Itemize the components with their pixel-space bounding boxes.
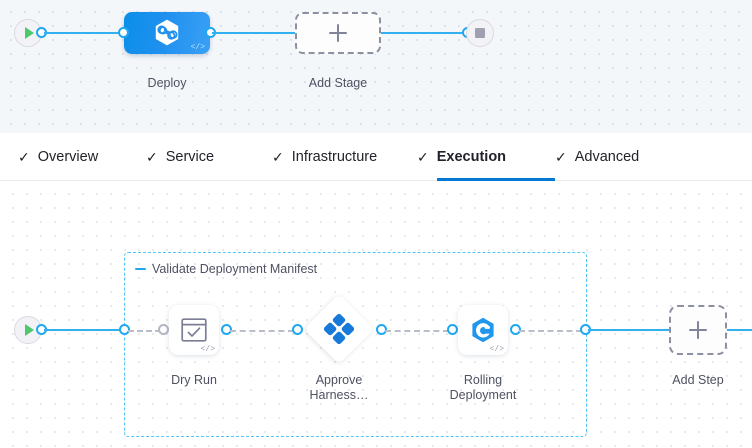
check-icon: ✓: [272, 148, 284, 165]
step-group-validate-deployment-manifest[interactable]: [124, 252, 587, 437]
dry-run-out-dot[interactable]: [221, 324, 232, 335]
tab-advanced-label: Advanced: [574, 148, 640, 165]
approval-diamond-icon: [324, 314, 354, 344]
check-icon: ✓: [146, 148, 158, 165]
rolling-out-dot[interactable]: [510, 324, 521, 335]
stage-link-start-deploy: [44, 32, 126, 34]
step-approve-harness-label: Approve Harness…: [291, 373, 387, 403]
deploy-in-dot[interactable]: [118, 27, 129, 38]
add-stage-button[interactable]: [295, 12, 381, 54]
execution-link-start-group: [44, 329, 126, 331]
link-dryrun-approve: [230, 330, 294, 332]
execution-canvas[interactable]: [0, 181, 752, 448]
stage-link-deploy-addstage: [212, 32, 298, 34]
link-groupentry-dryrun: [128, 330, 161, 332]
step-rolling-deployment-label: Rolling Deployment: [435, 373, 531, 403]
step-group-title-label: Validate Deployment Manifest: [152, 262, 318, 276]
step-approve-harness-label-line2: Harness…: [309, 388, 369, 402]
step-rolling-deployment-label-line1: Rolling: [463, 373, 503, 387]
link-approve-rolling: [385, 330, 449, 332]
check-icon: ✓: [555, 148, 567, 165]
rolling-update-hexagon-icon: [472, 317, 494, 343]
tab-service[interactable]: ✓ Service: [146, 133, 272, 181]
step-dry-run-label: Dry Run: [171, 373, 217, 387]
stage-tabs: ✓ Overview ✓ Service ✓ Infrastructure ✓ …: [0, 133, 752, 181]
check-icon: ✓: [18, 148, 30, 165]
tab-overview[interactable]: ✓ Overview: [0, 133, 146, 181]
stage-node-deploy[interactable]: </>: [124, 12, 210, 54]
rolling-in-dot[interactable]: [447, 324, 458, 335]
code-badge-icon: </>: [489, 345, 504, 354]
tab-execution[interactable]: ✓ Execution: [417, 133, 555, 181]
add-step-button[interactable]: [669, 305, 727, 355]
dry-run-in-dot[interactable]: [158, 324, 169, 335]
stage-end-node[interactable]: [466, 19, 494, 47]
tab-execution-label: Execution: [436, 148, 507, 165]
approve-in-dot[interactable]: [292, 324, 303, 335]
tab-advanced[interactable]: ✓ Advanced: [555, 133, 639, 181]
stage-node-deploy-label: Deploy: [147, 76, 187, 90]
step-approve-harness[interactable]: [314, 304, 364, 354]
approve-out-dot[interactable]: [376, 324, 387, 335]
stage-link-addstage-end: [381, 32, 467, 34]
tab-service-label: Service: [165, 148, 215, 165]
stage-canvas[interactable]: </> Deploy Add Stage: [0, 0, 752, 133]
execution-link-group-addstep: [588, 329, 670, 331]
check-icon: ✓: [417, 148, 429, 165]
step-rolling-deployment-label-line2: Deployment: [449, 388, 517, 402]
harness-hexagon-icon: [155, 19, 179, 46]
plus-icon: [329, 24, 347, 42]
play-icon: [25, 324, 34, 336]
step-approve-harness-label-line1: Approve: [315, 373, 363, 387]
play-icon: [25, 27, 34, 39]
tab-infrastructure-label: Infrastructure: [291, 148, 378, 165]
tab-overview-label: Overview: [37, 148, 99, 165]
code-badge-icon: </>: [200, 345, 215, 354]
add-stage-label: Add Stage: [308, 76, 368, 90]
plus-icon: [689, 321, 707, 339]
minus-icon[interactable]: [135, 268, 146, 270]
group-entry-dot[interactable]: [119, 324, 130, 335]
tab-infrastructure[interactable]: ✓ Infrastructure: [272, 133, 417, 181]
step-rolling-deployment[interactable]: </>: [458, 305, 508, 355]
code-badge-icon: </>: [190, 43, 205, 52]
add-step-label: Add Step: [672, 373, 724, 387]
checkbox-window-icon: [181, 318, 207, 342]
step-dry-run[interactable]: </>: [169, 305, 219, 355]
execution-link-addstep-right: [727, 329, 752, 331]
stop-icon: [475, 28, 485, 38]
link-rolling-groupexit: [519, 330, 582, 332]
step-group-header[interactable]: Validate Deployment Manifest: [135, 262, 317, 276]
